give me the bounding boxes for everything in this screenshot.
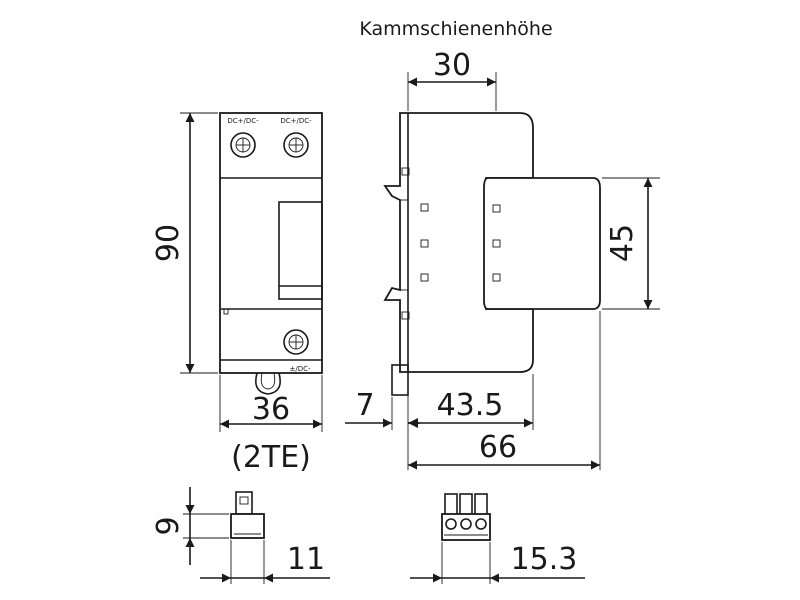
- dimension-label-45: 45: [605, 224, 640, 262]
- dimension-9: 9: [151, 487, 229, 565]
- dimension-depth: 7 43.5 66: [345, 311, 601, 470]
- front-housing: [219, 112, 323, 374]
- dimension-11: 11: [200, 540, 330, 584]
- front-notch: [223, 308, 229, 315]
- busbar-connector-front: [441, 493, 491, 541]
- dimension-36: 36 (2TE): [219, 375, 323, 475]
- dimension-45: 45: [602, 177, 660, 310]
- title-label: Kammschienenhöhe: [359, 18, 552, 40]
- dimension-label-36: 36: [252, 392, 290, 427]
- din-clip: [255, 372, 281, 395]
- screw-top-left-icon: [230, 132, 256, 158]
- terminal-label-top-left: DC+/DC-: [227, 117, 259, 125]
- dimension-label-9: 9: [151, 516, 186, 535]
- dimension-label-43-5: 43.5: [437, 388, 504, 423]
- busbar-connector-side: [230, 491, 265, 539]
- dimension-30: 30: [407, 48, 497, 111]
- side-view: [383, 112, 601, 396]
- terminal-label-top-right: DC+/DC-: [280, 117, 312, 125]
- dimension-label-15-3: 15.3: [511, 542, 578, 577]
- dimension-label-7: 7: [355, 388, 374, 423]
- front-view: DC+/DC- DC+/DC- ±/DC-: [219, 112, 323, 395]
- screw-bottom-icon: [283, 329, 309, 355]
- terminal-label-bottom: ±/DC-: [289, 365, 311, 373]
- side-module: [483, 177, 601, 310]
- dimension-label-30: 30: [433, 48, 471, 83]
- dimension-label-66: 66: [479, 430, 517, 465]
- dimension-label-90: 90: [151, 224, 186, 262]
- screw-top-right-icon: [283, 132, 309, 158]
- dimension-label-11: 11: [287, 542, 325, 577]
- front-window: [278, 201, 323, 300]
- dimension-label-2te: (2TE): [231, 440, 311, 475]
- dimension-15-3: 15.3: [410, 542, 585, 584]
- dimension-90: 90: [151, 112, 218, 374]
